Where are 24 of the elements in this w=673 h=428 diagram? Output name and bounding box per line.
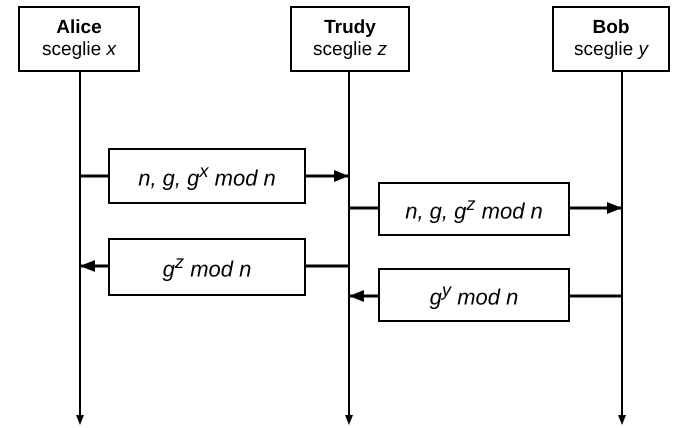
message-arrow	[570, 202, 622, 214]
lifeline-arrow	[617, 72, 627, 425]
message-box	[108, 148, 306, 204]
actor-name: Alice	[56, 17, 102, 39]
message-box	[108, 238, 306, 296]
lifeline-arrow	[75, 72, 85, 425]
message-arrow	[349, 290, 378, 302]
message-box	[378, 182, 570, 236]
actor-note: sceglie z	[313, 39, 387, 61]
actor-box	[552, 6, 670, 72]
message-text: n, g, g$^{x}$ mod n	[138, 160, 276, 192]
actor-name: Trudy	[324, 17, 376, 39]
message-arrow	[306, 170, 349, 182]
actor-note: sceglie y	[574, 39, 648, 61]
message-box	[378, 268, 570, 322]
lifeline-arrow	[344, 72, 354, 425]
actor-note: sceglie x	[42, 39, 116, 61]
message-text: g$^{z}$ mod n	[162, 251, 252, 283]
message-arrow	[80, 260, 108, 272]
message-text: g$^{y}$ mod n	[430, 279, 518, 311]
message-text: n, g, g$^{z}$ mod n	[405, 193, 543, 225]
actor-box	[290, 6, 410, 72]
actor-box	[18, 6, 140, 72]
actor-name: Bob	[592, 17, 630, 39]
